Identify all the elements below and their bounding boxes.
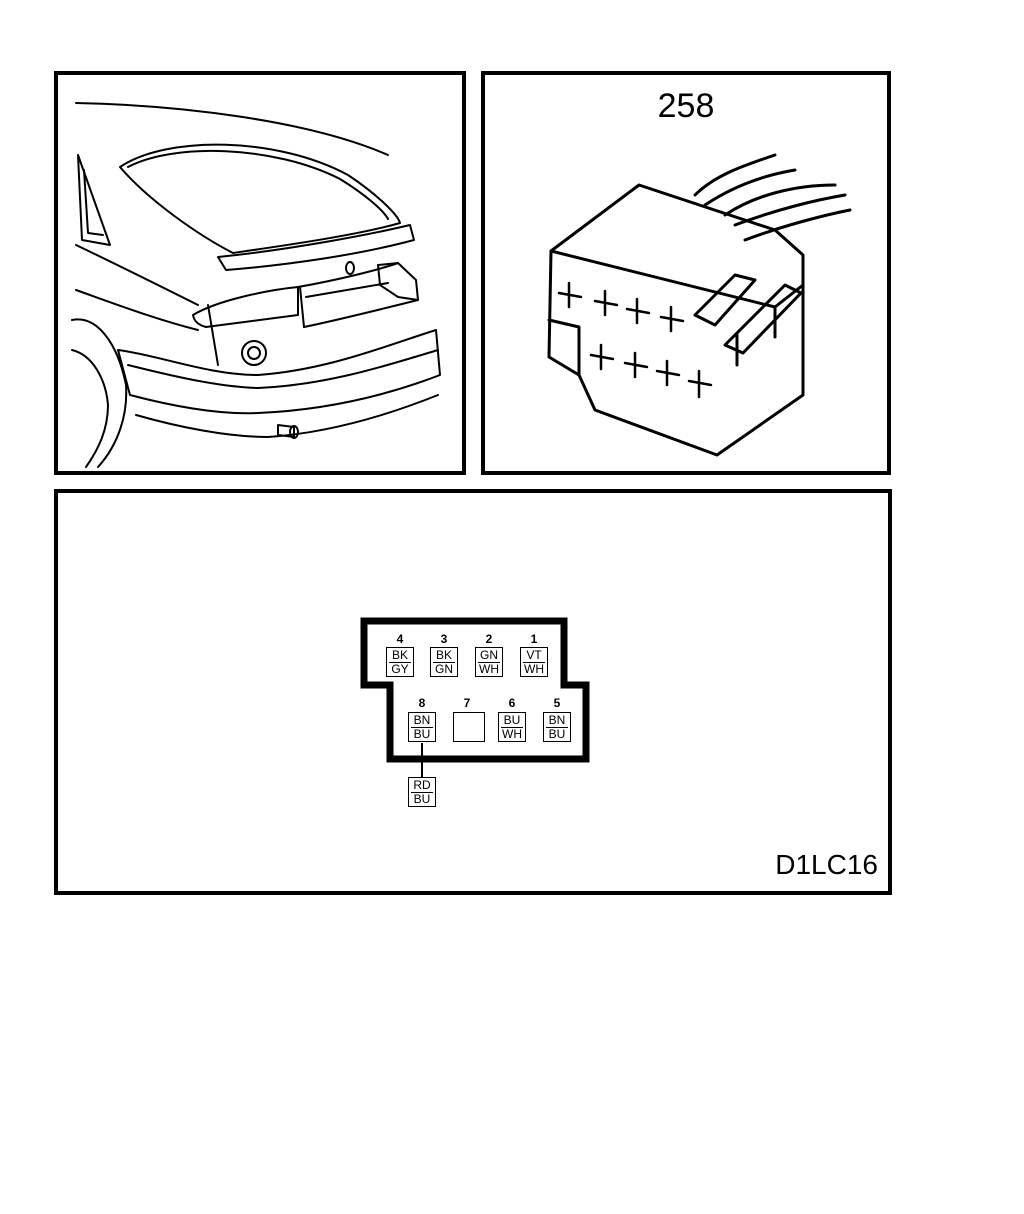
pin-number-8: 8 [418,696,426,710]
pin-color-2: WH [524,662,544,676]
pin-color-2: GN [435,662,453,676]
pin-color-1: BN [546,714,568,728]
splice-color-2: BU [413,792,431,806]
pin-cavity-5: BN BU [543,712,571,742]
pin-number-7: 7 [463,696,471,710]
connector-outline [360,617,590,779]
pin-cavity-1: VT WH [520,647,548,677]
pin-color-2: WH [502,727,522,741]
connector-number: 258 [657,87,715,125]
pin-layout-panel: 4 BK GY 3 BK GN 2 GN WH 1 VT WH 8 BN BU … [54,489,892,895]
pin-number-5: 5 [553,696,561,710]
splice-color-1: RD [411,779,433,793]
car-rear-illustration-panel [54,71,466,475]
pin-number-2: 2 [485,632,493,646]
splice-wire-box: RD BU [408,777,436,807]
connector-3d-illustration [547,153,852,457]
pin-color-2: BU [413,727,431,741]
pin-color-2: WH [479,662,499,676]
pin-number-1: 1 [530,632,538,646]
car-rear-illustration [71,102,441,468]
pin-color-1: GN [478,648,500,663]
pin-number-4: 4 [396,632,404,646]
pin-color-1: BK [389,649,411,663]
pin-color-1: BN [411,714,433,728]
connector-illustration-panel: 258 [481,71,891,475]
pin-color-2: GY [391,662,409,676]
pin-cavity-4: BK GY [386,647,414,677]
pin-cavity-3: BK GN [430,647,458,677]
pin-number-3: 3 [440,632,448,646]
diagram-code: D1LC16 [775,849,878,880]
pin-number-6: 6 [508,696,516,710]
pin-color-1: BK [433,649,455,663]
pin-cavity-8: BN BU [408,712,436,742]
pin-cavity-6: BU WH [498,712,526,742]
pin-color-1: VT [523,649,545,663]
pin-color-2: BU [548,727,566,741]
pin-cavity-2: GN WH [475,647,503,677]
pin-cavity-7-empty [453,712,485,742]
pin-color-1: BU [501,714,523,728]
